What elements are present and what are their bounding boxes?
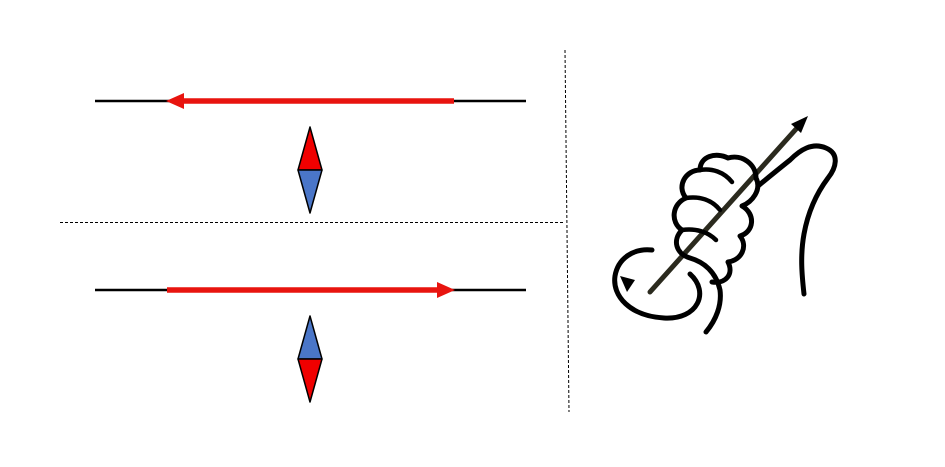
hand-outline — [671, 152, 761, 335]
top-compass-south-half — [297, 169, 323, 214]
bottom-current-arrow-head — [437, 282, 455, 298]
top-compass-needle — [297, 126, 323, 214]
finger-crease-1 — [683, 195, 723, 213]
bottom-panel — [95, 282, 526, 403]
finger-crease-2 — [679, 227, 719, 243]
curl-arrow — [612, 247, 703, 321]
vertical-divider — [564, 49, 570, 413]
thumb-outline — [755, 143, 838, 297]
curl-arrow-head — [620, 276, 635, 292]
bottom-compass-north-half — [297, 358, 323, 403]
thumb-arrow-head — [791, 116, 808, 133]
top-current-arrow-head — [166, 93, 184, 109]
top-panel — [95, 93, 526, 214]
top-compass-north-half — [297, 126, 323, 171]
bottom-current-arrow — [167, 282, 455, 298]
right-hand-grip-rule-icon — [612, 116, 838, 335]
bottom-compass-needle — [297, 315, 323, 403]
thumb-arrow-shaft — [647, 125, 800, 295]
finger-crease-3 — [697, 167, 735, 185]
bottom-compass-south-half — [297, 315, 323, 360]
top-current-arrow — [166, 93, 454, 109]
